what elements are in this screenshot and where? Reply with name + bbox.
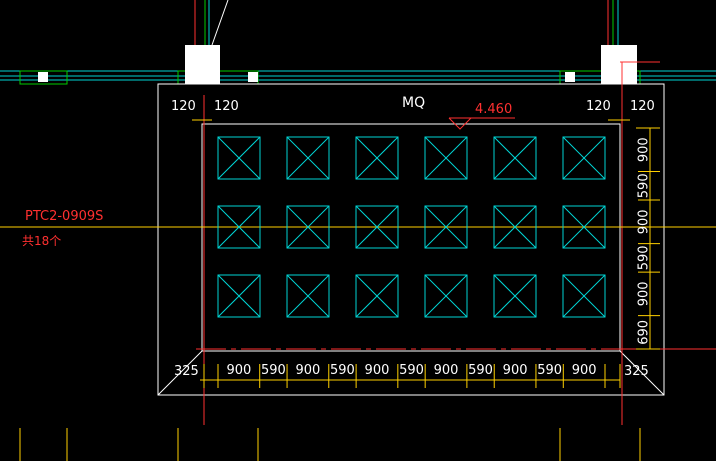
box-cell: [562, 136, 606, 180]
bottom-dim-label: 900: [503, 363, 528, 378]
right-dim-label: 690: [637, 320, 652, 345]
column-left: [185, 45, 220, 84]
wall-block: [38, 72, 48, 82]
right-dim-label: 900: [637, 137, 652, 162]
box-cell: [286, 136, 330, 180]
box-cell: [562, 205, 606, 249]
wall-block: [565, 72, 575, 82]
box-cell: [286, 274, 330, 318]
wall-dim-left-a: 120: [171, 99, 196, 114]
title-label: MQ: [402, 95, 425, 111]
box-cell: [355, 136, 399, 180]
bottom-dim-label: 900: [365, 363, 390, 378]
columns: [185, 0, 637, 84]
bottom-dimensions: 900 590 900 590 900 590 900 590 900 590 900: [203, 363, 621, 388]
bottom-dim-label: 900: [434, 363, 459, 378]
box-cell: [217, 136, 261, 180]
right-dim-label: 900: [637, 281, 652, 306]
wall-block: [248, 72, 258, 82]
level-label: 4.460: [475, 102, 512, 117]
bottom-dim-label: 590: [330, 363, 355, 378]
yellow-lines: [0, 119, 716, 461]
box-cell: [286, 205, 330, 249]
tag-count: 共18个: [22, 234, 61, 248]
right-dimensions: 900 590 900 590 900 690: [637, 127, 660, 350]
pit-outline: [157, 83, 665, 396]
bottom-dim-label: 590: [399, 363, 424, 378]
wall-dim-left-b: 120: [214, 99, 239, 114]
bottom-dim-label: 900: [572, 363, 597, 378]
box-grid: [217, 136, 606, 318]
bottom-dim-label: 590: [537, 363, 562, 378]
box-cell: [217, 274, 261, 318]
box-cell: [562, 274, 606, 318]
bottom-dim-label: 900: [226, 363, 251, 378]
box-cell: [217, 205, 261, 249]
column-right: [601, 45, 637, 84]
bottom-dim-label: 900: [295, 363, 320, 378]
right-dim-label: 590: [637, 245, 652, 270]
right-dim-label: 590: [637, 173, 652, 198]
bottom-dim-label: 590: [261, 363, 286, 378]
box-cell: [493, 274, 537, 318]
bottom-dim-label: 590: [468, 363, 493, 378]
box-cell: [355, 274, 399, 318]
tag-code: PTC2-0909S: [25, 209, 103, 224]
box-cell: [493, 205, 537, 249]
corner-dim-right: 325: [624, 364, 649, 379]
box-cell: [424, 136, 468, 180]
box-cell: [424, 274, 468, 318]
box-cell: [424, 205, 468, 249]
box-cell: [355, 205, 399, 249]
wall-dim-right-b: 120: [630, 99, 655, 114]
corner-dim-left: 325: [174, 364, 199, 379]
wall-dim-right-a: 120: [586, 99, 611, 114]
box-cell: [493, 136, 537, 180]
right-dim-label: 900: [637, 209, 652, 234]
